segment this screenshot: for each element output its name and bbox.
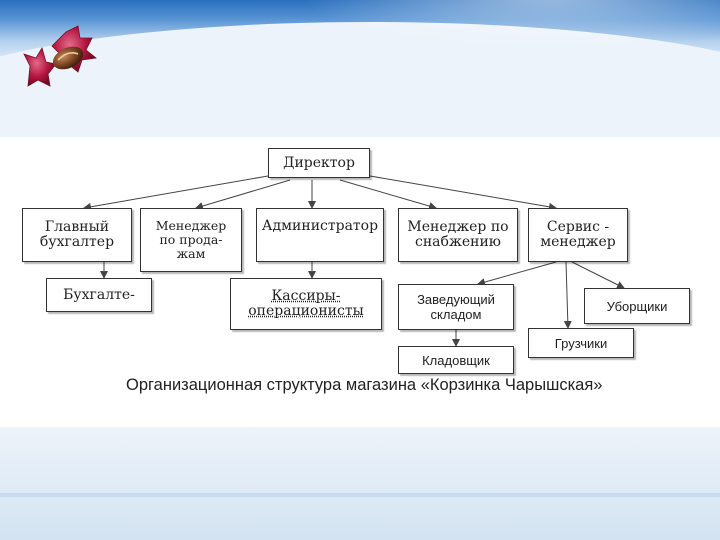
node-chief-accountant: Главный бухгалтер [22,208,132,262]
footer-band [0,427,720,540]
node-warehouse-head: Заведующий складом [398,284,514,330]
node-sales-manager: Менеджер по прода- жам [140,208,242,272]
candy-icon [23,25,97,87]
node-service-manager: Сервис - менеджер [528,208,628,262]
diagram-caption: Организационная структура магазина «Корз… [126,376,603,394]
link-director-chief-accountant [83,175,269,211]
node-supply-manager: Менеджер по снабжению [398,208,518,262]
link-service-loaders [563,261,572,329]
node-cashiers: Кассиры- операционисты [230,278,382,330]
header-banner [0,0,720,140]
node-cleaners: Уборщики [584,288,690,324]
link-service-cleaners [571,261,625,289]
node-administrator: Администратор [256,208,384,262]
link-director-sales-manager [195,179,291,210]
node-loaders: Грузчики [528,328,634,358]
node-director: Директор [268,148,370,178]
link-director-service-manager [369,175,557,211]
node-storekeeper: Кладовщик [398,346,514,374]
footer-strip [0,493,720,497]
node-accountant: Бухгалте- [46,278,152,312]
link-service-warehouse-head [477,261,557,286]
link-director-supply-manager [339,179,437,210]
